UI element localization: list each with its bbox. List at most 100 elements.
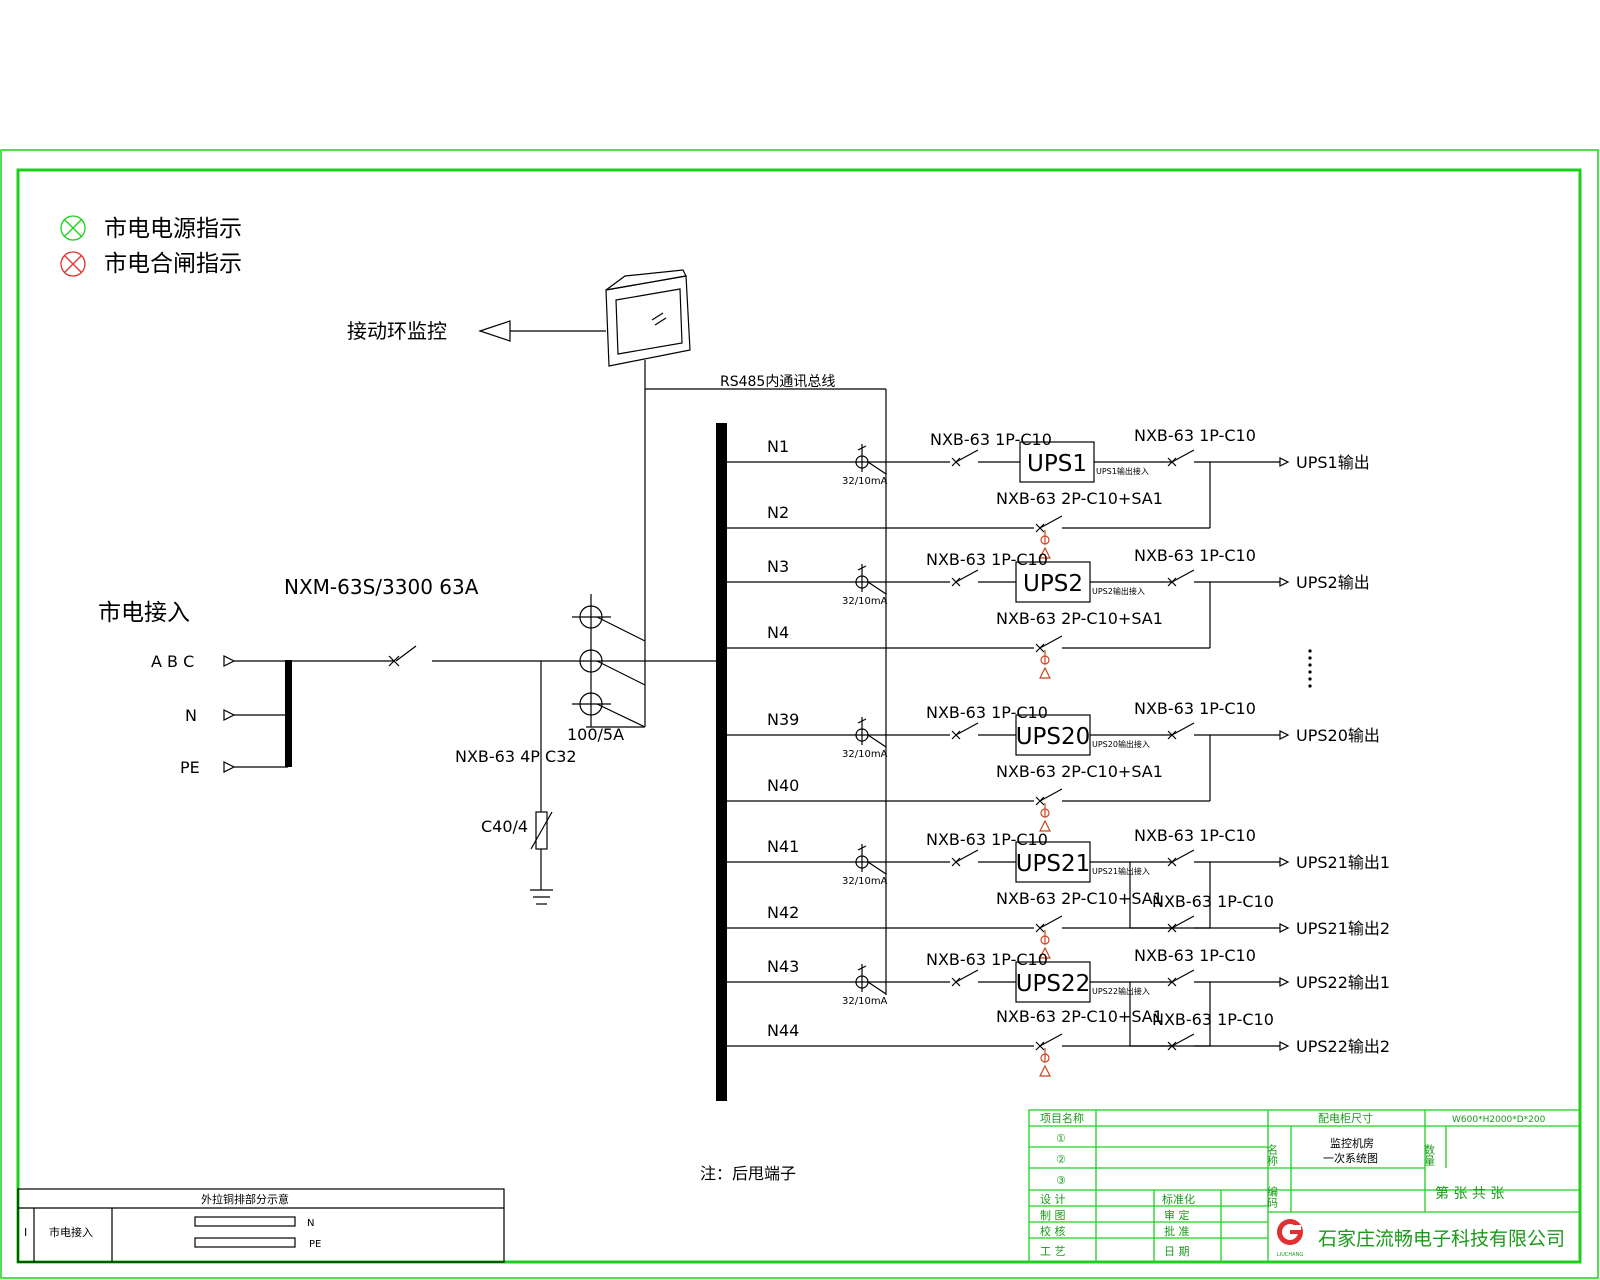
main-breaker-label: NXM-63S/3300 63A [284,575,479,599]
tb-name-label: 名称 [1266,1143,1279,1167]
circuit-n-label: N41 [767,837,799,856]
tb-role-2: 制 图 [1040,1209,1066,1222]
rcd-label: 32/10mA [842,876,888,887]
circuit-ups20 [727,714,1290,832]
incoming-title: 市电接入 [98,600,190,626]
legend: 市电电源指示 市电合闸指示 [60,215,242,277]
output2-breaker-label: NXB-63 1P-C10 [1152,1010,1274,1029]
bypass-n-label: N40 [767,776,799,795]
input-breaker-label: NXB-63 1P-C10 [930,430,1052,449]
output-label: UPS2输出 [1296,573,1370,592]
rcd-label: 32/10mA [842,996,888,1007]
ups-label: UPS21 [1016,851,1091,877]
output-label: UPS20输出 [1296,726,1380,745]
rcd-label: 32/10mA [842,476,888,487]
ups-note: UPS2输出接入 [1092,586,1145,596]
outer-frame [0,149,1599,1279]
note-text: 注：后甩端子 [700,1164,796,1183]
busbar-row-label: 市电接入 [49,1225,93,1239]
ups-label: UPS2 [1023,571,1083,597]
ground-icon [530,889,553,905]
output2-label: UPS22输出2 [1296,1037,1390,1056]
ups-note: UPS21输出接入 [1092,866,1150,876]
bypass-breaker-label: NXB-63 2P-C10+SA1 [996,1007,1163,1026]
spd-label: C40/4 [481,817,528,836]
output-label: UPS21输出1 [1296,853,1390,872]
rcd-label: 32/10mA [842,749,888,760]
power-indicator-icon [60,215,86,241]
output-breaker-label: NXB-63 1P-C10 [1134,426,1256,445]
inner-frame [16,168,1582,1264]
current-transformers [572,594,646,728]
tb-sheet: 第 张 共 张 [1435,1185,1504,1202]
bypass-breaker-label: NXB-63 2P-C10+SA1 [996,609,1163,628]
busbar-table-title: 外拉铜排部分示意 [201,1192,289,1206]
tb-code-label: 编码 [1266,1185,1279,1209]
monitor-label: 接动环监控 [347,319,447,343]
ups-note: UPS22输出接入 [1092,986,1150,996]
output-label: UPS1输出 [1296,453,1370,472]
tb-cabinet-size: W600*H2000*D*200 [1452,1115,1546,1125]
output-breaker-label: NXB-63 1P-C10 [1134,826,1256,845]
company-logo-icon: LIUCHANG [1277,1219,1303,1258]
busbar-n-label: N [307,1218,314,1229]
tb-item-3: ③ [1056,1174,1066,1187]
title-block: 项目名称 ① ② ③ 设 计 制 图 校 核 工 艺 标准化 审 定 批 准 日… [1028,1109,1581,1263]
tb-qty-label: 数量 [1423,1144,1436,1166]
tb-company: 石家庄流畅电子科技有限公司 [1318,1228,1565,1250]
bypass-breaker-label: NXB-63 2P-C10+SA1 [996,889,1163,908]
tb-item-2: ② [1056,1153,1066,1166]
busbar-pe-label: PE [309,1239,321,1250]
legend-power-text: 市电电源指示 [104,216,242,242]
main-busbar [716,423,727,1101]
tb-item-1: ① [1056,1132,1066,1145]
rcd-label: 32/10mA [842,596,888,607]
ups-label: UPS22 [1016,971,1091,997]
bypass-breaker-label: NXB-63 2P-C10+SA1 [996,762,1163,781]
tb-role2-4: 日 期 [1164,1245,1190,1258]
output2-label: UPS21输出2 [1296,919,1390,938]
circuit-n-label: N39 [767,710,799,729]
tb-cabinet-size-label: 配电柜尺寸 [1318,1111,1373,1125]
legend-close-text: 市电合闸指示 [104,251,242,277]
close-indicator-icon [60,251,86,277]
incoming-busbar [285,660,292,767]
monitor-hmi: 接动环监控 RS485内通讯总线 [347,269,887,995]
bypass-n-label: N44 [767,1021,799,1040]
ups-note: UPS20输出接入 [1092,739,1150,749]
circuit-ups22 [727,961,1290,1077]
tb-role2-1: 标准化 [1162,1192,1195,1206]
input-breaker-label: NXB-63 1P-C10 [926,950,1048,969]
spd-breaker-label: NXB-63 4P C32 [455,747,577,766]
ups-note: UPS1输出接入 [1096,466,1149,476]
phase-abc-label: A B C [151,652,194,671]
ct-label: 100/5A [567,725,624,744]
arrow-head-icon [478,320,511,342]
output-breaker-label: NXB-63 1P-C10 [1134,546,1256,565]
busbar-table: 外拉铜排部分示意 I 市电接入 N PE [17,1188,505,1263]
circuit-ups21 [727,841,1290,959]
circuit-n-label: N1 [767,437,789,456]
circuit-n-label: N3 [767,557,789,576]
circuit-ups2 [727,561,1290,679]
tb-role2-2: 审 定 [1164,1208,1190,1222]
circuit-n-label: N43 [767,957,799,976]
phase-pe-label: PE [180,758,200,777]
phase-n-label: N [185,706,197,725]
busbar-row-index: I [24,1226,27,1239]
logo-text: LIUCHANG [1277,1252,1303,1258]
tb-project-name: 项目名称 [1040,1111,1084,1125]
output2-breaker-label: NXB-63 1P-C10 [1152,892,1274,911]
input-breaker-label: NXB-63 1P-C10 [926,550,1048,569]
bus-label: RS485内通讯总线 [720,374,835,390]
output-label: UPS22输出1 [1296,973,1390,992]
continuation-dots [1308,649,1312,688]
output-breaker-label: NXB-63 1P-C10 [1134,699,1256,718]
tb-drawing-name-1: 监控机房 [1330,1136,1374,1150]
ups-label: UPS1 [1027,451,1087,477]
tb-role-1: 设 计 [1040,1193,1066,1206]
bypass-n-label: N42 [767,903,799,922]
output-breaker-label: NXB-63 1P-C10 [1134,946,1256,965]
